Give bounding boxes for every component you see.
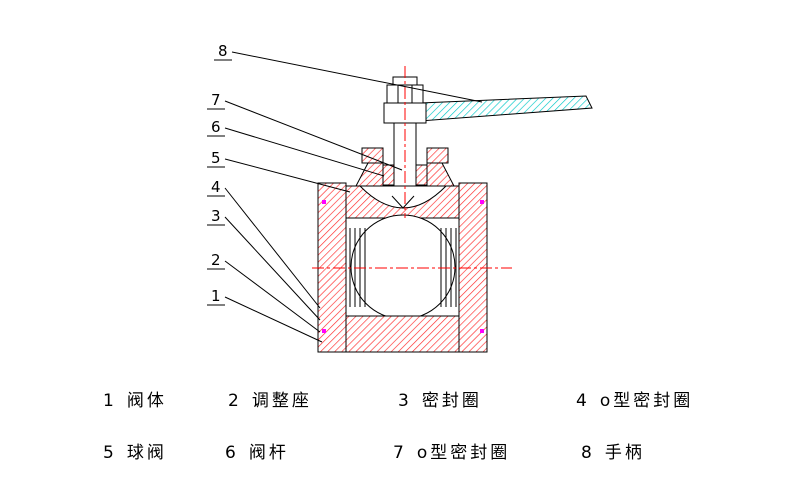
callout-number: 1: [211, 287, 221, 305]
legend-item: 7 o型密封圈: [393, 438, 510, 463]
legend-item: 2 调整座: [228, 386, 312, 411]
bolt-dot: [322, 200, 326, 204]
leader-line-1: [224, 296, 323, 343]
callout-number: 6: [211, 118, 221, 136]
legend-item: 8 手柄: [581, 438, 645, 463]
callout-number: 8: [218, 42, 228, 60]
callout-number: 2: [211, 251, 221, 269]
legend-item-number: 4: [576, 391, 587, 411]
legend-item: 5 球阀: [103, 438, 167, 463]
legend-item-label: o型密封圈: [599, 391, 694, 411]
bolt-dot: [480, 329, 484, 333]
bolt-dot: [480, 200, 484, 204]
callout-number: 3: [211, 207, 221, 225]
bonnet-collar-right: [426, 147, 449, 164]
legend-item-label: 密封圈: [421, 391, 482, 411]
bonnet-left: [355, 162, 384, 187]
legend-item: 6 阀杆: [225, 438, 289, 463]
valve-body-bottom: [345, 315, 460, 353]
leader-line-3: [224, 216, 321, 321]
leader-line-2: [224, 260, 321, 333]
callout-number: 7: [211, 91, 221, 109]
leader-line-7: [224, 100, 403, 171]
legend-item-number: 1: [103, 391, 114, 411]
legend-item-label: 手柄: [604, 443, 645, 463]
callout-number: 4: [211, 178, 221, 196]
bolt-dot: [322, 329, 326, 333]
legend-item-number: 3: [398, 391, 409, 411]
callout-number: 5: [211, 149, 221, 167]
leader-line-5: [224, 158, 351, 193]
legend-item-number: 6: [225, 443, 236, 463]
legend-item: 1 阀体: [103, 386, 167, 411]
legend-item: 3 密封圈: [398, 386, 482, 411]
legend-item-number: 2: [228, 391, 239, 411]
legend-item-label: o型密封圈: [416, 443, 511, 463]
leader-line-4: [224, 187, 321, 309]
legend-item-label: 调整座: [251, 391, 312, 411]
legend-item-number: 8: [581, 443, 592, 463]
handle: [419, 95, 593, 122]
bonnet-right: [426, 162, 455, 187]
legend-item-number: 5: [103, 443, 114, 463]
legend-item-number: 7: [393, 443, 404, 463]
stem-packing-left: [382, 164, 395, 186]
leader-line-8: [231, 51, 483, 103]
ball: [350, 214, 456, 320]
stem-packing-right: [415, 164, 428, 186]
leader-line-6: [224, 127, 385, 177]
ball-cavity-dome: [358, 185, 448, 209]
legend-item-label: 阀杆: [248, 443, 289, 463]
legend-item-label: 球阀: [126, 443, 167, 463]
legend-item-label: 阀体: [126, 391, 167, 411]
stem-slot: [391, 195, 415, 209]
legend-item: 4 o型密封圈: [576, 386, 693, 411]
